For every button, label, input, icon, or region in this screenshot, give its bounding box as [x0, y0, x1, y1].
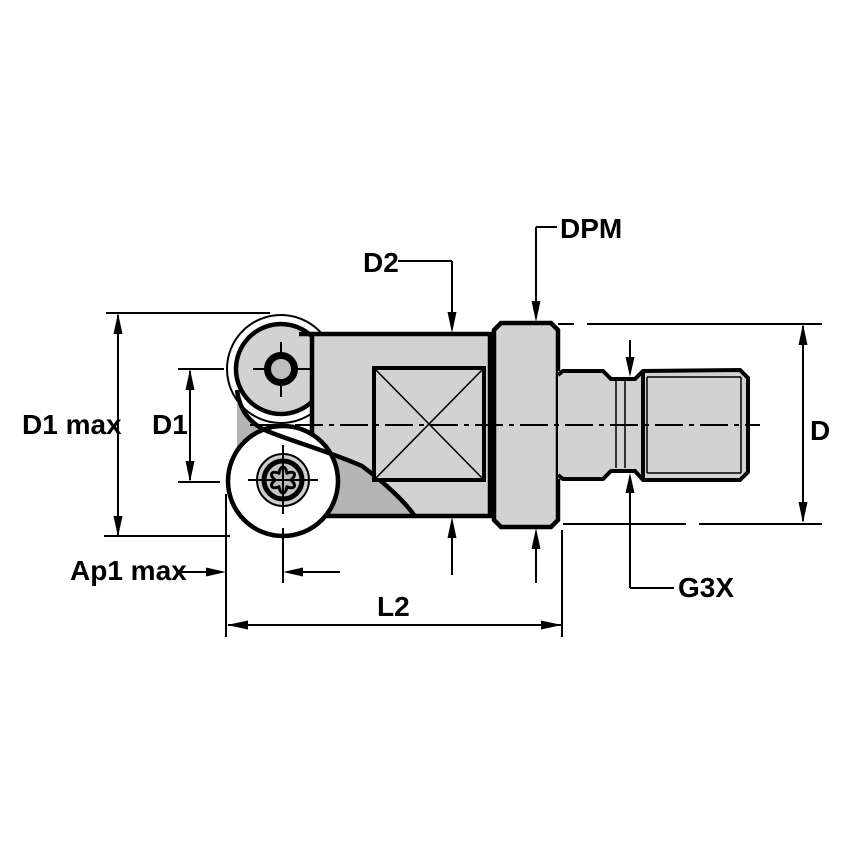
- arrow-d1max-top: [113, 313, 123, 334]
- arrow-dpm-top: [531, 301, 541, 322]
- arrow-d1-bottom: [185, 461, 195, 482]
- arrow-g3x-bottom: [625, 473, 635, 493]
- label-ap1max: Ap1 max: [70, 555, 187, 586]
- dim-g3x: [629, 340, 674, 589]
- arrow-d2-top: [447, 312, 457, 333]
- label-d2: D2: [363, 247, 399, 278]
- arrow-ap1-left: [206, 567, 226, 577]
- dim-d1max: [104, 312, 270, 537]
- upper-screw-head: [264, 352, 298, 386]
- dim-ap1max: [176, 494, 340, 637]
- label-dpm: DPM: [560, 213, 622, 244]
- arrow-d-top: [798, 324, 808, 345]
- upper-screw: [253, 342, 311, 397]
- label-g3x: G3X: [678, 572, 734, 603]
- dim-d: [558, 323, 822, 525]
- arrow-ap1-right: [283, 567, 303, 577]
- label-d1: D1: [152, 409, 188, 440]
- chip-gash-curve: [234, 389, 416, 517]
- arrow-dpm-bottom: [531, 528, 541, 549]
- arrow-g3x-top: [625, 357, 635, 377]
- arrow-l2-left: [227, 620, 248, 630]
- dim-d2: [398, 260, 453, 575]
- lower-screw: [248, 445, 318, 514]
- shank-fill: [558, 370, 748, 480]
- arrow-d1-top: [185, 369, 195, 390]
- arrow-d-bottom: [798, 502, 808, 523]
- dim-l2: [228, 530, 563, 637]
- dim-dpm: [535, 226, 557, 583]
- label-d1max: D1 max: [22, 409, 122, 440]
- arrow-d2-bottom: [447, 517, 457, 538]
- label-d: D: [810, 415, 830, 446]
- label-l2: L2: [377, 591, 410, 622]
- arrow-l2-right: [541, 620, 562, 630]
- arrow-d1max-bottom: [113, 516, 123, 537]
